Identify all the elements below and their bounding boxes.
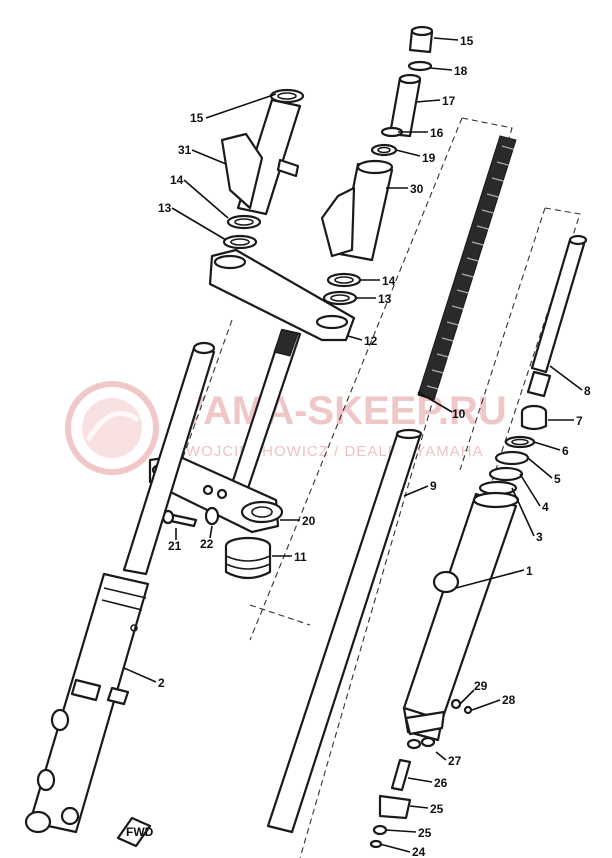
- upper-crown: [208, 248, 356, 342]
- right-upper-bracket: [320, 159, 394, 306]
- callout-15: 15: [460, 34, 474, 48]
- callout-17: 17: [442, 94, 456, 108]
- callout-12: 12: [364, 334, 378, 348]
- callout-8: 8: [584, 384, 591, 398]
- callout-7: 7: [576, 414, 583, 428]
- callout-19: 19: [422, 151, 436, 165]
- callout-25-lower: 25: [418, 826, 432, 840]
- callout-leaders: [123, 37, 583, 853]
- callout-9: 9: [430, 479, 437, 493]
- steering-stem: [148, 328, 302, 534]
- callout-14-right: 14: [382, 274, 396, 288]
- callout-27: 27: [448, 754, 462, 768]
- front-marker-label: FWD: [126, 825, 154, 839]
- watermark-title: YAMA-SKEEP.RU: [180, 389, 507, 433]
- front-direction-marker: FWD: [116, 816, 154, 848]
- fork-cap-stack: [370, 25, 434, 157]
- callout-2: 2: [158, 676, 165, 690]
- callout-22: 22: [200, 537, 214, 551]
- callout-25-upper: 25: [430, 802, 444, 816]
- callout-20: 20: [302, 514, 316, 528]
- watermark-subtitle: WOJCIECHOWICZ / DEALER YAMAHA: [186, 443, 484, 460]
- fork-spring: [417, 135, 517, 401]
- callout-6: 6: [562, 444, 569, 458]
- callout-21: 21: [168, 539, 182, 553]
- callout-10: 10: [452, 407, 466, 421]
- callout-18: 18: [454, 64, 468, 78]
- callout-13-left: 13: [158, 201, 172, 215]
- callout-31: 31: [178, 143, 192, 157]
- callout-16: 16: [430, 126, 444, 140]
- callout-24: 24: [412, 845, 426, 858]
- callout-15-left: 15: [190, 111, 204, 125]
- callout-labels: 15 18 17 16 19 30 15 31 14 13 14 13 12 8…: [158, 34, 591, 858]
- callout-30: 30: [410, 182, 424, 196]
- watermark: YAMA-SKEEP.RU WOJCIECHOWICZ / DEALER YAM…: [65, 381, 507, 475]
- callout-26: 26: [434, 776, 448, 790]
- stem-hardware: [161, 506, 272, 580]
- right-outer-tube: [402, 234, 588, 742]
- callout-3: 3: [536, 530, 543, 544]
- left-outer-tube: [24, 341, 216, 834]
- callout-29: 29: [474, 679, 488, 693]
- left-upper-bracket: [220, 88, 305, 250]
- callout-28: 28: [502, 693, 516, 707]
- callout-4: 4: [542, 500, 549, 514]
- assembly-guide-lines: [174, 117, 581, 858]
- callout-1: 1: [526, 564, 533, 578]
- fork-inner-tube: [266, 428, 423, 834]
- callout-14-left: 14: [170, 173, 184, 187]
- callout-13-right: 13: [378, 292, 392, 306]
- callout-11: 11: [294, 550, 307, 564]
- callout-5: 5: [554, 472, 561, 486]
- axle-clamp-hardware: [369, 736, 436, 849]
